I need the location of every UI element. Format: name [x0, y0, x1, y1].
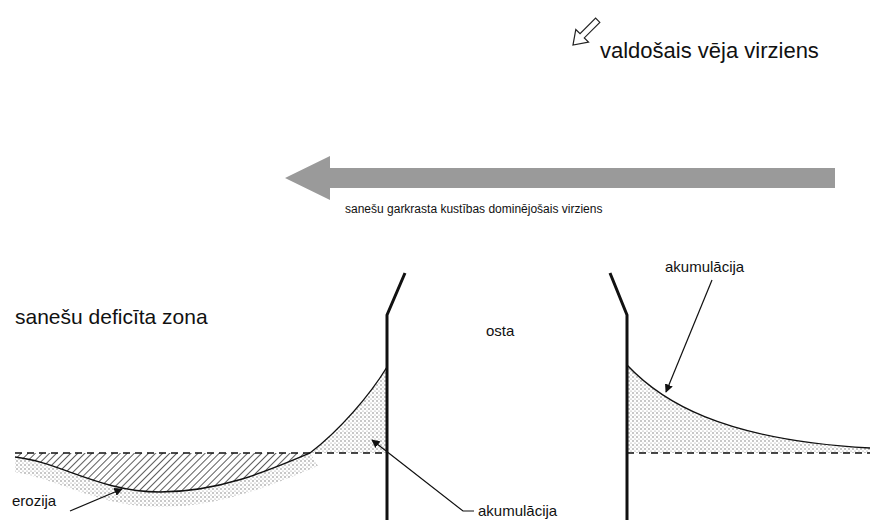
wind-label: valdošais vēja virziens [600, 38, 819, 63]
jetty [387, 273, 405, 520]
leader-line [372, 440, 474, 511]
erosion-band [15, 453, 318, 507]
accumulation-label: akumulācija [478, 502, 557, 519]
erosion-label: erozija [12, 492, 56, 509]
accumulation-left [310, 367, 387, 453]
drift-arrow [285, 156, 835, 200]
new-shoreline [15, 367, 387, 492]
accumulation-label: akumulācija [665, 258, 744, 275]
leader-line [666, 280, 712, 392]
zone-label: sanešu deficīta zona [15, 305, 208, 329]
old-shoreline [15, 452, 870, 453]
wind-arrow [567, 14, 604, 51]
port-label: osta [486, 322, 514, 339]
accumulation-right [627, 365, 870, 453]
new-shoreline [627, 365, 870, 448]
erosion-area [15, 453, 310, 492]
jetty [610, 273, 627, 520]
drift-label: sanešu garkrasta kustības dominējošais v… [345, 203, 602, 217]
leader-line [70, 489, 122, 511]
